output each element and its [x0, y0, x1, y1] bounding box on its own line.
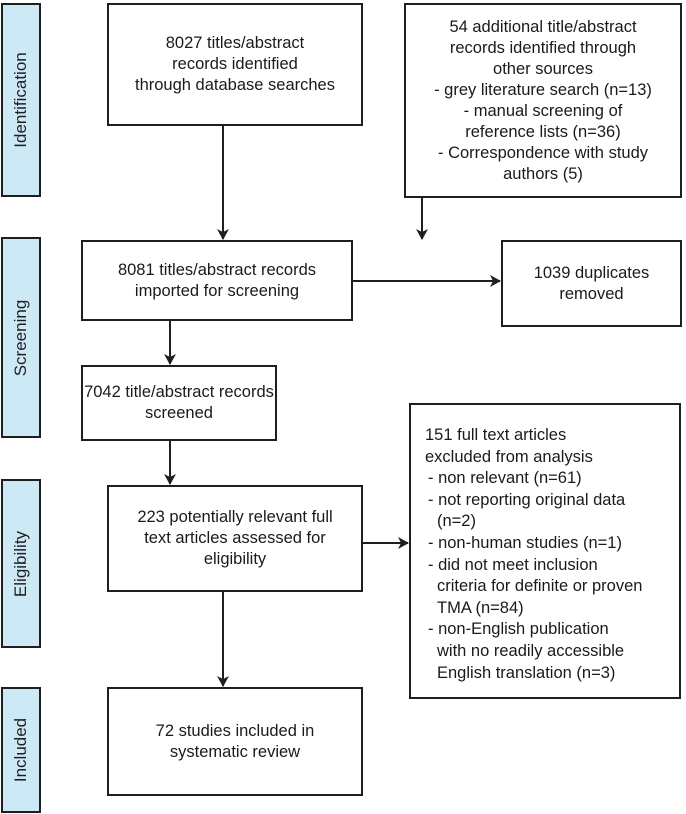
- box-text: 7042 title/abstract records screened: [84, 382, 274, 424]
- text-line: eligibility: [203, 550, 267, 568]
- text-line: 7042 title/abstract records: [84, 383, 274, 401]
- box-database-search: 8027 titles/abstract records identified …: [107, 3, 363, 126]
- text-line: - Correspondence with study: [437, 143, 649, 162]
- text-line: reference lists (n=36): [465, 122, 621, 141]
- stage-included: Included: [1, 687, 41, 813]
- box-full-text-assessed: 223 potentially relevant full text artic…: [107, 485, 363, 592]
- text-line: TMA (n=84): [437, 598, 524, 617]
- text-line: text articles assessed for: [144, 529, 326, 547]
- text-line: 151 full text articles: [425, 426, 567, 444]
- box-other-sources: 54 additional title/abstract records ide…: [404, 3, 682, 198]
- text-line: - manual screening of: [463, 101, 623, 120]
- stage-eligibility: Eligibility: [1, 479, 41, 648]
- text-line: excluded from analysis: [425, 447, 593, 466]
- box-duplicates: 1039 duplicates removed: [501, 240, 682, 327]
- text-line: systematic review: [169, 742, 301, 761]
- text-line: - did not meet inclusion: [428, 555, 598, 574]
- box-text: 1039 duplicates removed: [534, 263, 650, 305]
- box-text: 8081 titles/abstract records imported fo…: [118, 260, 316, 302]
- box-imported: 8081 titles/abstract records imported fo…: [81, 240, 353, 321]
- text-line: English translation (n=3): [437, 663, 616, 682]
- text-line: 54 additional title/abstract: [449, 17, 637, 36]
- text-line: - non-human studies (n=1): [428, 533, 622, 552]
- text-line: screened: [145, 404, 213, 422]
- box-text: 8027 titles/abstract records identified …: [135, 33, 335, 96]
- box-screened: 7042 title/abstract records screened: [81, 365, 277, 441]
- box-included: 72 studies included in systematic review: [107, 687, 363, 796]
- text-line: - grey literature search (n=13): [434, 80, 652, 99]
- text-line: records identified through: [449, 38, 637, 57]
- text-line: 8081 titles/abstract records: [117, 260, 317, 279]
- text-line: records identified: [172, 55, 298, 73]
- text-line: 223 potentially relevant full: [137, 508, 333, 526]
- text-line: 8027 titles/abstract: [165, 34, 305, 52]
- stage-screening: Screening: [1, 237, 41, 438]
- box-text: 151 full text articles excluded from ana…: [425, 425, 642, 684]
- box-text: 72 studies included in systematic review: [156, 721, 315, 763]
- stage-identification: Identification: [1, 3, 41, 197]
- text-line: authors (5): [503, 164, 583, 183]
- text-line: - non-English publication: [428, 620, 609, 639]
- text-line: (n=2): [437, 512, 476, 531]
- text-line: imported for screening: [134, 281, 300, 300]
- text-line: 72 studies included in: [155, 721, 315, 740]
- text-line: removed: [559, 284, 624, 303]
- text-line: through database searches: [135, 76, 335, 94]
- box-excluded: 151 full text articles excluded from ana…: [409, 403, 681, 699]
- text-line: criteria for definite or proven: [437, 577, 643, 596]
- text-line: 1039 duplicates: [533, 263, 650, 282]
- text-line: - non relevant (n=61): [428, 469, 582, 488]
- text-line: other sources: [493, 59, 593, 78]
- box-text: 223 potentially relevant full text artic…: [137, 507, 332, 570]
- box-text: 54 additional title/abstract records ide…: [434, 17, 652, 185]
- text-line: - not reporting original data: [428, 490, 626, 509]
- text-line: with no readily accessible: [437, 641, 625, 660]
